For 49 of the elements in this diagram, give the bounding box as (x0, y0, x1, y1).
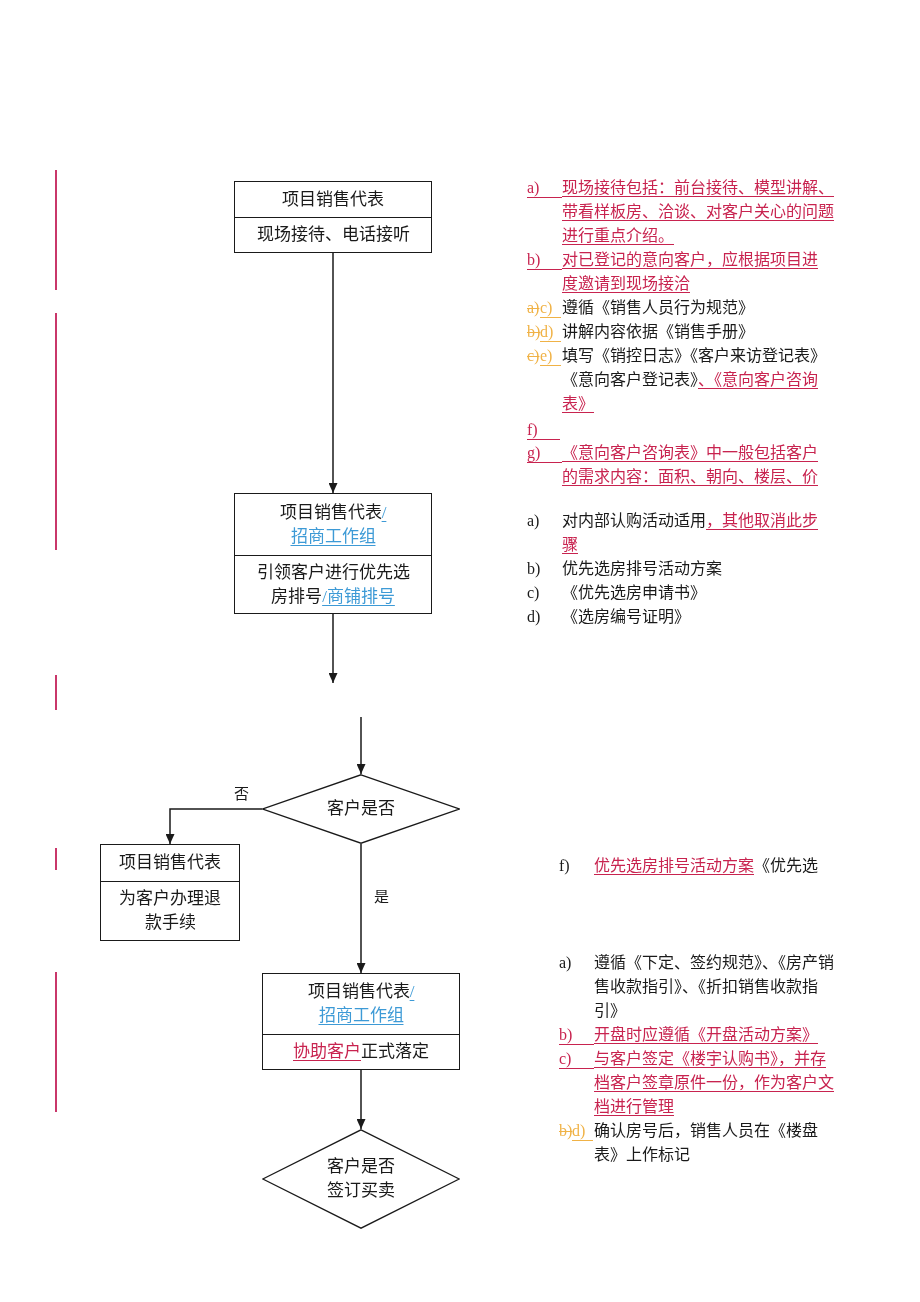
note-text: 对已登记的意向客户，应根据项目进度邀请到现场接洽 (562, 250, 819, 294)
step-text: 为客户办理退款手续 (118, 888, 222, 934)
list-marker: b) (527, 322, 541, 343)
connector-arrow (328, 613, 338, 684)
role-title: 项目销售代表/招商工作组 (278, 501, 388, 548)
note-text: 《意向客户咨询表》中一般包括客户的需求内容：面积、朝向、楼层、价 (562, 443, 819, 487)
connector-arrow (328, 252, 338, 494)
list-marker: c) (527, 583, 540, 604)
list-marker: b) (527, 559, 541, 580)
list-marker: d) (527, 607, 541, 628)
note-text: 优先选房排号活动方案 (562, 559, 723, 579)
decision-text: 客户是否签订买卖 (326, 1156, 396, 1202)
note-text: 讲解内容依据《销售手册》 (562, 322, 755, 342)
note-text: 优先选房排号活动方案《优先选 (594, 856, 819, 876)
note-text: 《优先选房申请书》 (562, 583, 707, 603)
note-text: 遵循《下定、签约规范》、《房产销售收款指引》、《折扣销售收款指引》 (594, 953, 835, 1021)
note-text: 遵循《销售人员行为规范》 (562, 298, 755, 318)
decision-diamond (262, 774, 460, 844)
role-title: 项目销售代表 (282, 188, 384, 211)
note-text: 填写《销控日志》《客户来访登记表》《意向客户登记表》、《意向客户咨询表》 (562, 346, 827, 414)
edge-label: 否 (231, 785, 251, 803)
edge-label: 是 (371, 888, 391, 906)
process-box (234, 493, 432, 614)
process-box (234, 181, 432, 253)
list-marker: a) (559, 953, 572, 974)
decision-diamond (262, 1129, 460, 1229)
list-marker: c) (527, 346, 540, 367)
process-box (100, 844, 240, 941)
step-text: 引领客户进行优先选房排号/商铺排号 (255, 561, 411, 608)
note-text: 开盘时应遵循《开盘活动方案》 (594, 1025, 819, 1045)
note-text: 确认房号后，销售人员在《楼盘表》上作标记 (594, 1121, 819, 1165)
connector-arrow (356, 1069, 366, 1130)
list-marker: b) (559, 1121, 573, 1142)
list-marker: f) (559, 856, 570, 876)
connector-arrow (165, 808, 263, 845)
note-text: 对内部认购活动适用，其他取消此步骤 (562, 511, 819, 555)
decision-text: 客户是否 (327, 798, 395, 820)
role-title: 项目销售代表/招商工作组 (306, 981, 416, 1027)
list-marker: a) (527, 298, 540, 319)
list-marker: a) (527, 511, 540, 532)
role-title: 项目销售代表 (119, 852, 221, 874)
connector-arrow (356, 843, 366, 974)
connector-arrow (356, 716, 366, 775)
process-box (262, 973, 460, 1070)
note-text: 与客户签定《楼宇认购书》，并存档客户签章原件一份，作为客户文档进行管理 (594, 1049, 835, 1117)
note-text: 《选房编号证明》 (562, 607, 691, 627)
note-text: 现场接待包括：前台接待、模型讲解、带看样板房、洽谈、对客户关心的问题进行重点介绍。 (562, 178, 835, 246)
step-text: 协助客户正式落定 (293, 1041, 429, 1063)
step-text: 现场接待、电话接听 (256, 224, 410, 246)
